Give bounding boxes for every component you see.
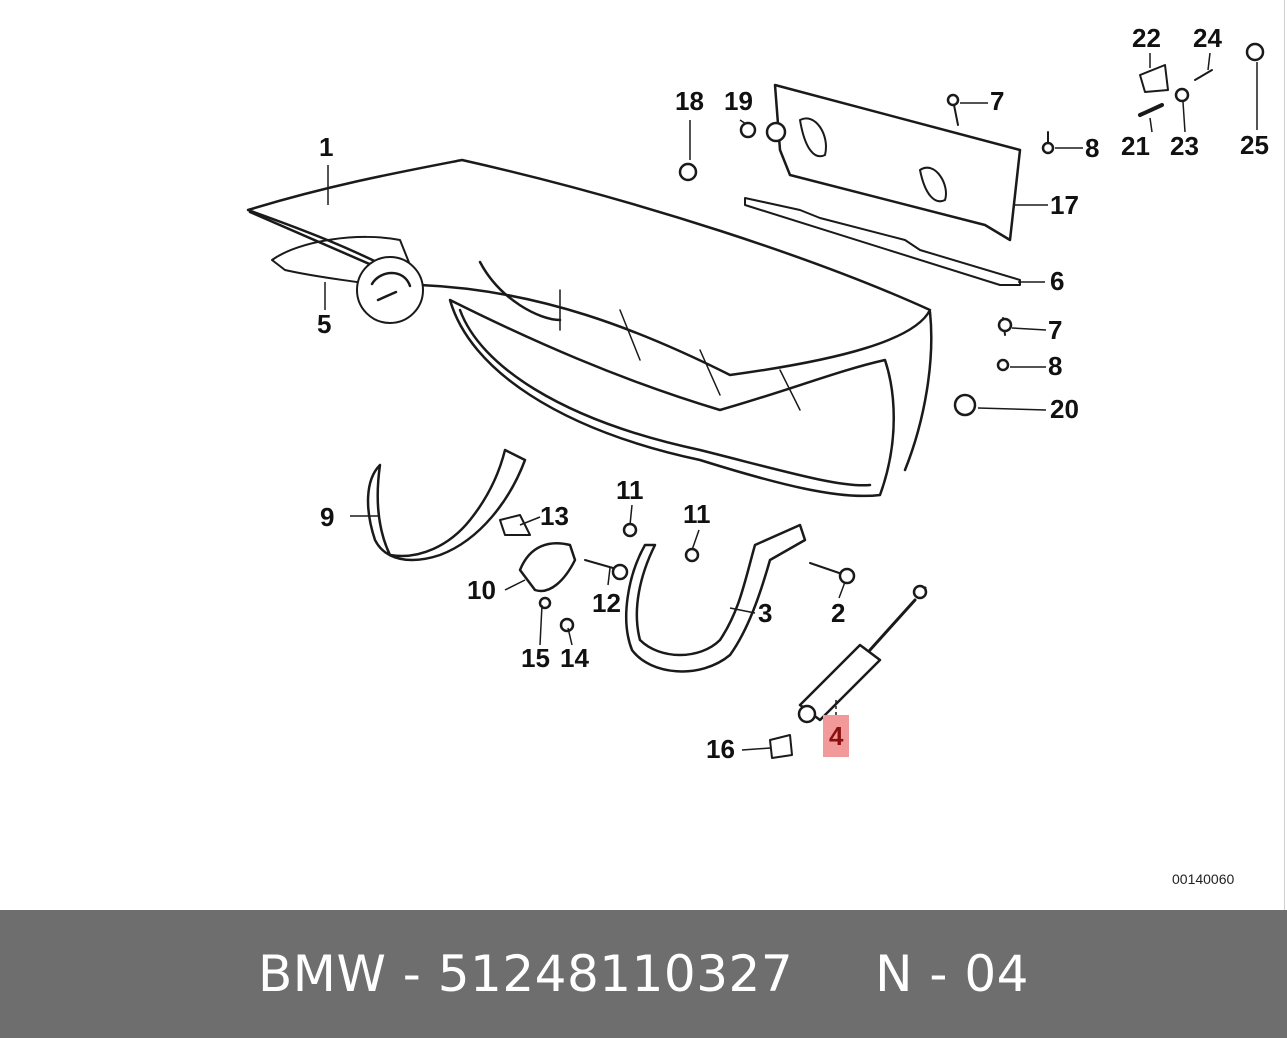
hinge-9 bbox=[366, 448, 527, 562]
leader-23 bbox=[1182, 101, 1186, 133]
leader-11a bbox=[629, 504, 633, 526]
exploded-view-drawing bbox=[246, 42, 1265, 759]
trim-panel bbox=[773, 83, 1022, 242]
callout-18[interactable]: 18 bbox=[675, 86, 704, 116]
callout-14[interactable]: 14 bbox=[560, 643, 589, 673]
part-info-text: BMW - 51248110327 N - 04 bbox=[258, 945, 1029, 1003]
leader-15 bbox=[539, 604, 543, 646]
callout-12[interactable]: 12 bbox=[592, 588, 621, 618]
callout-7-top[interactable]: 7 bbox=[990, 86, 1005, 116]
leader-7b bbox=[1011, 327, 1047, 331]
callout-11-left[interactable]: 11 bbox=[616, 475, 644, 505]
callout-9[interactable]: 9 bbox=[320, 502, 335, 532]
callout-17[interactable]: 17 bbox=[1050, 190, 1079, 220]
callout-13[interactable]: 13 bbox=[540, 501, 569, 531]
callout-25[interactable]: 25 bbox=[1240, 130, 1269, 160]
leader-2 bbox=[838, 581, 846, 599]
callout-19[interactable]: 19 bbox=[724, 86, 753, 116]
trunk-lid-frame bbox=[448, 298, 895, 498]
leader-3 bbox=[729, 607, 756, 614]
callout-11-right[interactable]: 11 bbox=[683, 499, 711, 529]
parts-diagram: 1 2 3 4 5 6 7 7 8 8 9 10 11 11 12 13 14 … bbox=[246, 0, 1285, 910]
callout-4-highlighted[interactable]: 4 bbox=[823, 715, 850, 757]
bracket-10 bbox=[518, 542, 577, 593]
leader-19 bbox=[739, 119, 747, 125]
trunk-lid-shell bbox=[246, 158, 932, 377]
callout-22[interactable]: 22 bbox=[1132, 23, 1161, 53]
trim-strip bbox=[744, 197, 1021, 286]
leader-12 bbox=[607, 567, 611, 586]
callout-10[interactable]: 10 bbox=[467, 575, 496, 605]
right-border bbox=[1284, 0, 1285, 910]
callout-24[interactable]: 24 bbox=[1193, 23, 1222, 53]
leader-21 bbox=[1149, 117, 1153, 133]
callout-8-top[interactable]: 8 bbox=[1085, 133, 1100, 163]
part-info-footer: BMW - 51248110327 N - 04 bbox=[0, 910, 1287, 1038]
brand-name: BMW bbox=[258, 945, 387, 1003]
callout-8-bottom[interactable]: 8 bbox=[1048, 351, 1063, 381]
diagram-position: N - 04 bbox=[875, 945, 1029, 1003]
part-number: 51248110327 bbox=[437, 945, 794, 1003]
callout-15[interactable]: 15 bbox=[521, 643, 550, 673]
callout-6[interactable]: 6 bbox=[1050, 266, 1065, 296]
leader-20 bbox=[977, 407, 1047, 411]
leader-11b bbox=[691, 529, 700, 551]
hinge-arm-3 bbox=[625, 523, 807, 673]
callout-20[interactable]: 20 bbox=[1050, 394, 1079, 424]
leader-16 bbox=[741, 747, 771, 751]
callout-7-bottom[interactable]: 7 bbox=[1048, 315, 1063, 345]
callout-1[interactable]: 1 bbox=[319, 132, 334, 162]
leader-10 bbox=[504, 579, 526, 591]
leader-14 bbox=[567, 627, 573, 646]
drawing-code: 00140060 bbox=[1172, 871, 1235, 887]
callout-2[interactable]: 2 bbox=[831, 598, 846, 628]
callout-23[interactable]: 23 bbox=[1170, 131, 1199, 161]
leader-13 bbox=[519, 516, 541, 526]
callout-5[interactable]: 5 bbox=[317, 309, 332, 339]
callout-21[interactable]: 21 bbox=[1121, 131, 1150, 161]
callout-3[interactable]: 3 bbox=[758, 598, 773, 628]
leader-24 bbox=[1207, 52, 1211, 71]
callout-16[interactable]: 16 bbox=[706, 734, 735, 764]
